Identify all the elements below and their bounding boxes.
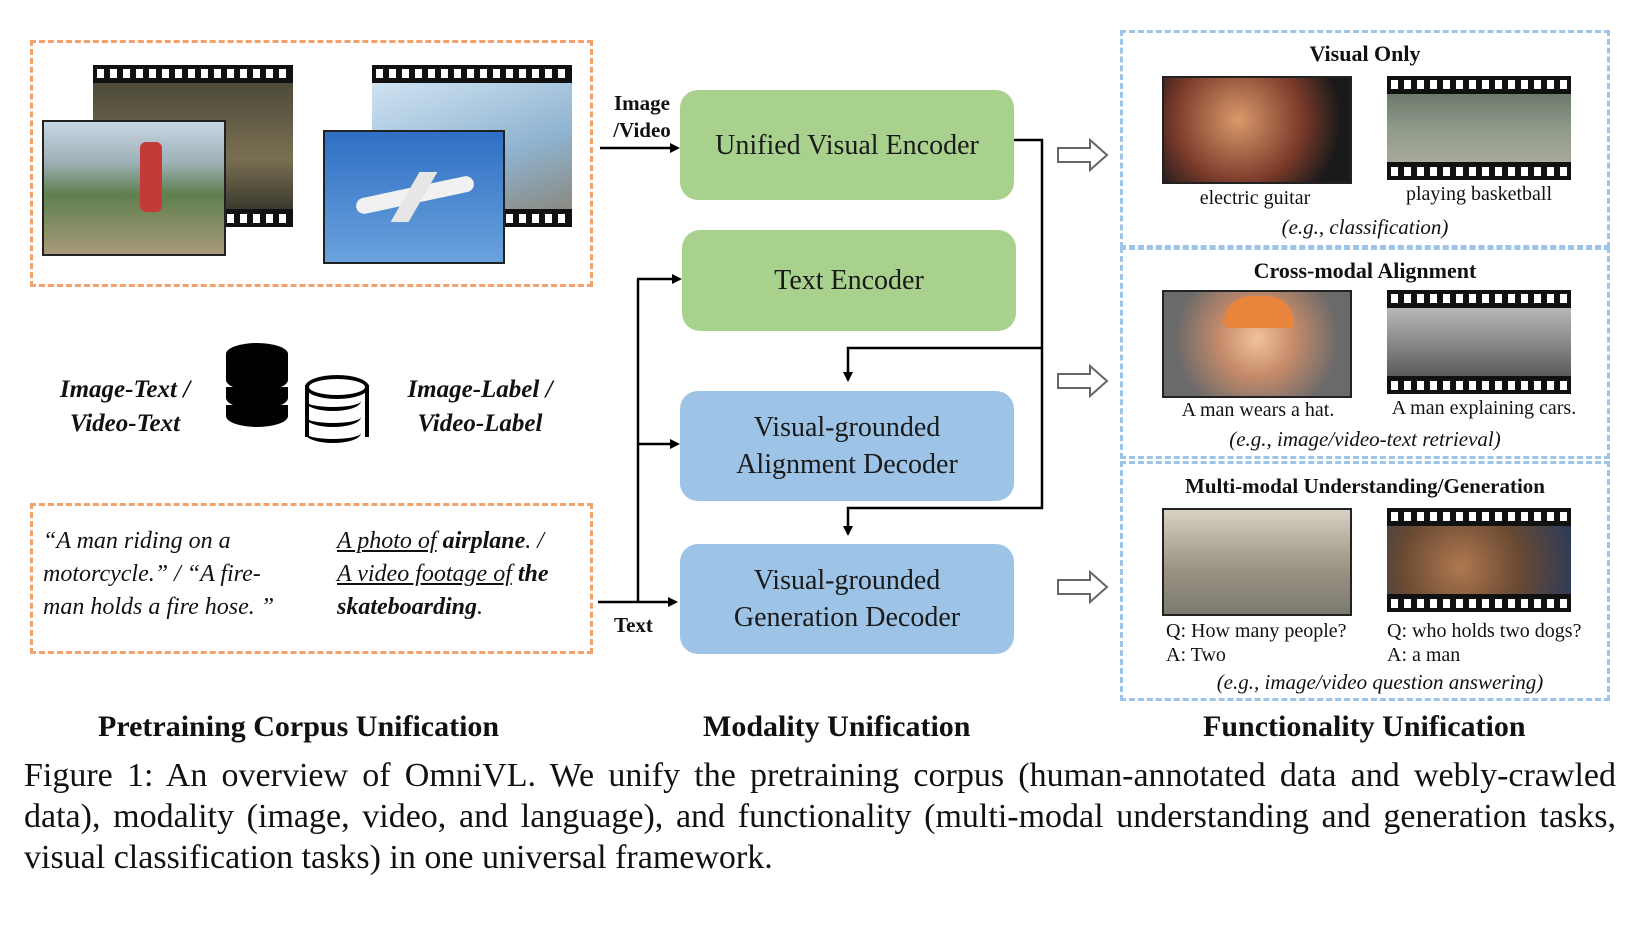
encoder-to-alignment-path — [843, 346, 1042, 382]
quote-line1: “A man riding on a — [43, 528, 231, 554]
text-encoder-label: Text Encoder — [774, 265, 924, 296]
visual-only-panel: Visual Only — [1120, 30, 1610, 248]
image-thumbnail-hat — [1162, 290, 1352, 398]
qa-right: Q: who holds two dogs? A: a man — [1387, 619, 1581, 667]
prompt-line2: A video footage of the — [337, 561, 549, 587]
text-data-box — [30, 503, 593, 654]
database-icon-outline — [305, 375, 369, 447]
generation-decoder-line2: Generation Decoder — [733, 602, 961, 633]
alignment-decoder-line1: Visual-grounded — [753, 412, 941, 443]
question-right: Q: who holds two dogs? — [1387, 620, 1582, 642]
question-left: Q: How many people? — [1166, 620, 1347, 642]
image-thumbnail-motorcycle — [42, 120, 226, 256]
answer-left: A: Two — [1166, 644, 1226, 666]
cross-modal-example: (e.g., image/video-text retrieval) — [1229, 427, 1501, 451]
caption-electric-guitar: electric guitar — [1199, 187, 1311, 209]
section-title-pretraining: Pretraining Corpus Unification — [98, 710, 500, 743]
answer-right: A: a man — [1387, 644, 1461, 666]
multi-modal-title: Multi-modal Understanding/Generation — [1185, 474, 1545, 498]
caption-playing-basketball: playing basketball — [1405, 183, 1553, 205]
image-label-db-label: Image-Label / Video-Label — [390, 373, 570, 441]
caption-quotes: “A man riding on a motorcycle.” / “A fir… — [43, 525, 274, 624]
video-thumbnail-dogs — [1387, 508, 1571, 612]
section-title-modality: Modality Unification — [703, 710, 971, 743]
visual-data-box — [30, 40, 593, 287]
qa-left: Q: How many people? A: Two — [1166, 619, 1347, 667]
uve-label: Unified Visual Encoder — [715, 129, 979, 161]
image-text-db-label: Image-Text / Video-Text — [40, 373, 210, 441]
image-video-input-label: Image /Video — [604, 90, 680, 144]
quote-line2: motorcycle.” / “A fire- — [43, 561, 261, 587]
cross-modal-title: Cross-modal Alignment — [1253, 258, 1477, 283]
image-label-label-line2: Video-Label — [417, 410, 543, 437]
unified-visual-encoder: Unified Visual Encoder — [680, 90, 1014, 200]
video-input-line2: /Video — [613, 118, 671, 142]
motorcycle-rider-shape — [140, 142, 162, 212]
image-input-line1: Image — [614, 91, 670, 115]
cross-modal-panel: Cross-modal Alignment — [1120, 247, 1610, 459]
video-thumbnail-basketball — [1387, 76, 1571, 180]
alignment-decoder-line2: Alignment Decoder — [736, 449, 958, 480]
label-prompts: A photo of airplane. / A video footage o… — [337, 525, 549, 624]
alignment-decoder: Visual-grounded Alignment Decoder — [680, 391, 1014, 501]
hollow-arrow-cross-modal — [1057, 363, 1109, 399]
figure-caption: Figure 1: An overview of OmniVL. We unif… — [24, 757, 1616, 876]
section-title-functionality: Functionality Unification — [1203, 710, 1526, 743]
hollow-arrow-multi-modal — [1057, 569, 1109, 605]
image-text-label-line1: Image-Text / — [59, 376, 191, 403]
visual-only-title: Visual Only — [1309, 41, 1421, 66]
video-thumbnail-cars — [1387, 290, 1571, 394]
image-text-label-line2: Video-Text — [69, 410, 181, 437]
image-label-label-line1: Image-Label / — [407, 376, 553, 403]
multi-modal-panel: Multi-modal Understanding/Generation — [1120, 461, 1610, 701]
encoder-output-path — [843, 138, 1044, 536]
visual-only-example: (e.g., classification) — [1281, 215, 1449, 239]
hat-shape — [1224, 296, 1294, 328]
multi-modal-example: (e.g., image/video question answering) — [1216, 670, 1544, 694]
image-thumbnail-airplane — [323, 130, 505, 264]
quote-line3: man holds a fire hose. ” — [43, 594, 275, 620]
image-thumbnail-street — [1162, 508, 1352, 616]
caption-man-wears-hat: A man wears a hat. — [1181, 399, 1335, 421]
database-icon-filled — [226, 343, 292, 427]
prompt-line1: A photo of airplane. / — [337, 528, 544, 554]
caption-man-explaining-cars: A man explaining cars. — [1391, 397, 1577, 419]
hollow-arrow-visual-only — [1057, 137, 1109, 173]
image-thumbnail-guitar — [1162, 76, 1352, 184]
text-encoder: Text Encoder — [682, 230, 1016, 331]
generation-decoder-line1: Visual-grounded — [753, 565, 941, 596]
text-input-label: Text — [614, 613, 653, 637]
generation-decoder: Visual-grounded Generation Decoder — [680, 544, 1014, 654]
prompt-line3: skateboarding. — [337, 594, 484, 620]
